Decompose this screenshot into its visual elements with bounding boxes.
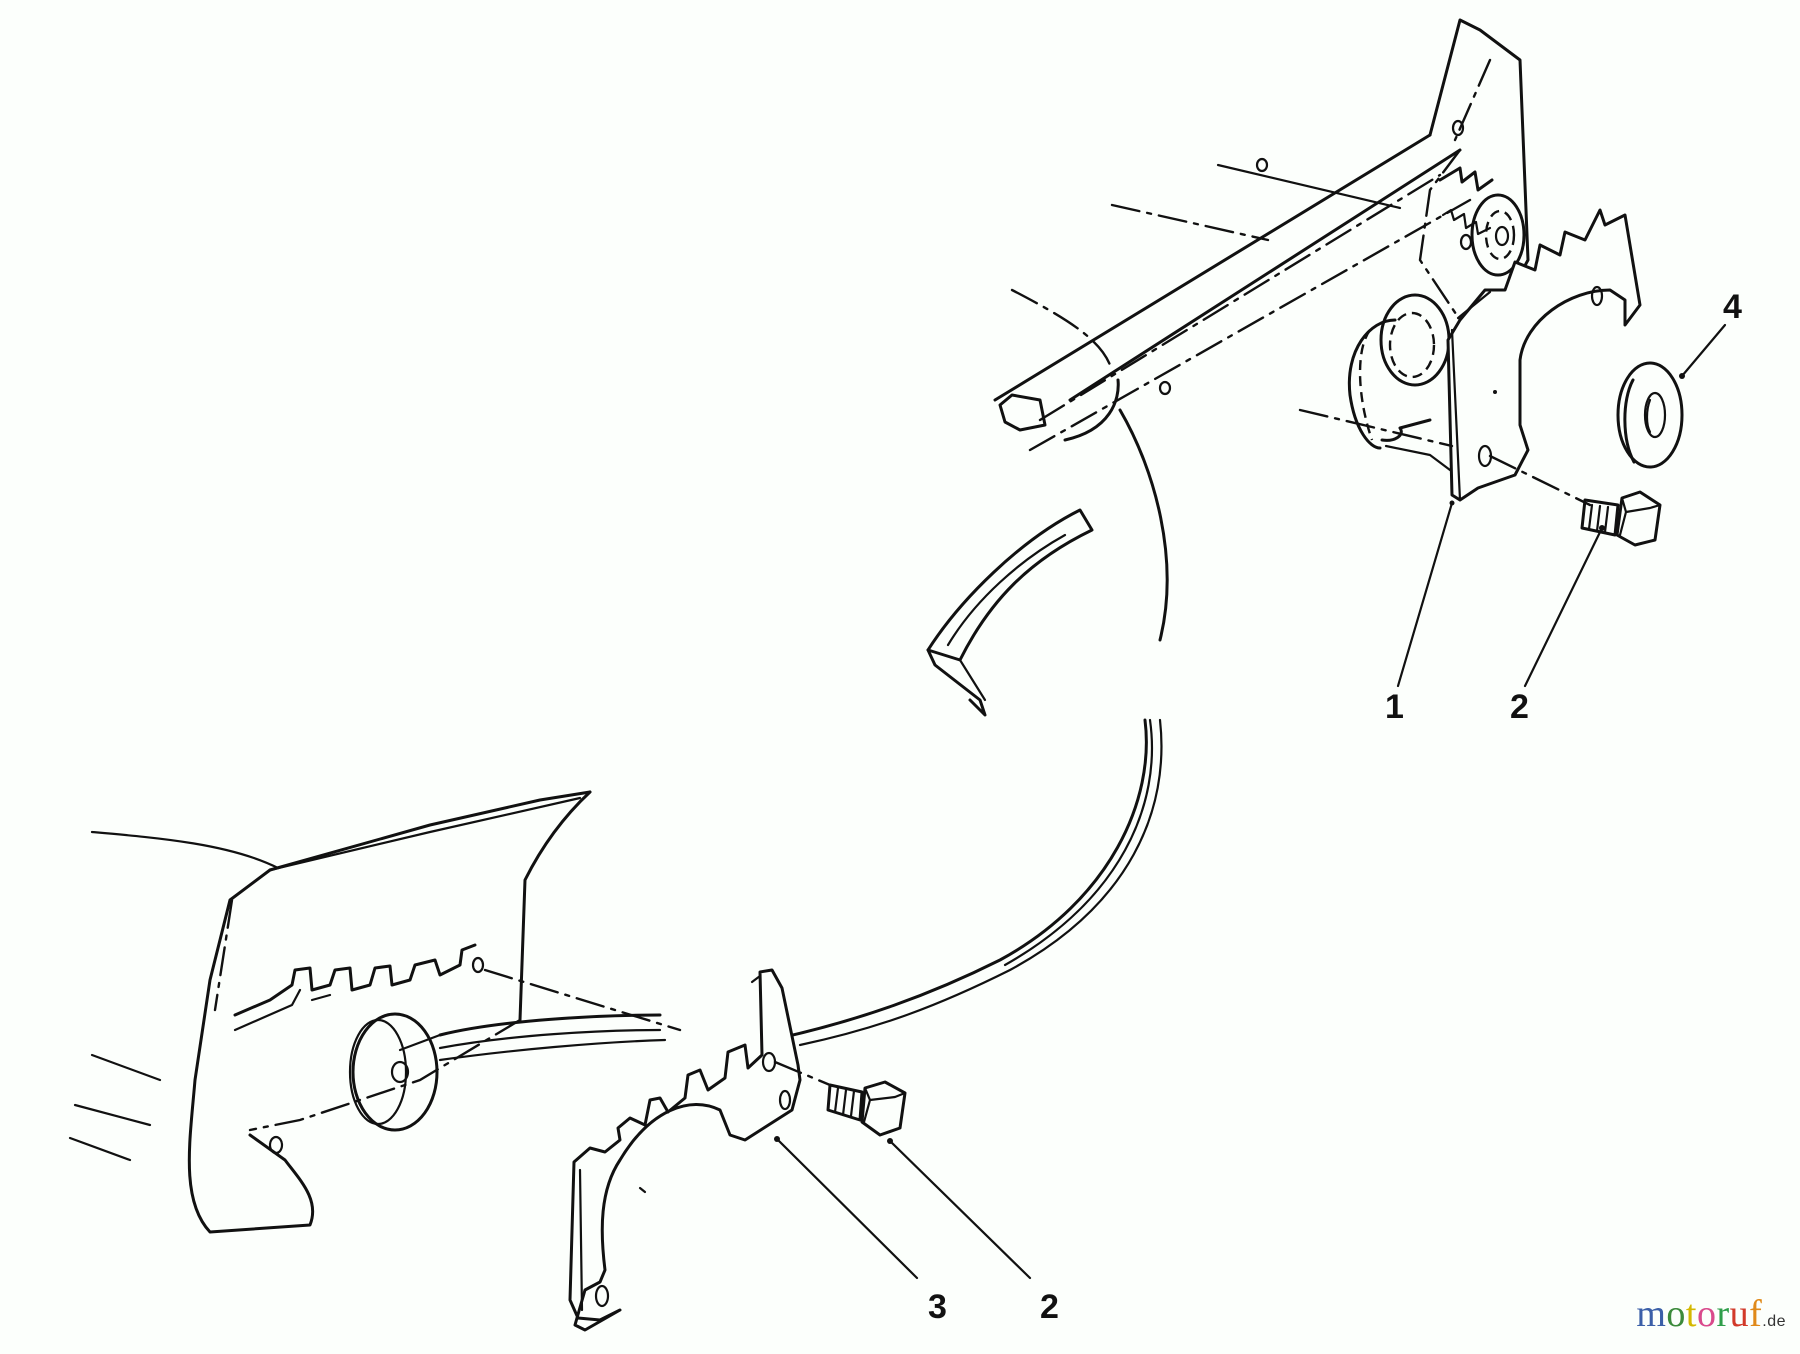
watermark-letter: o bbox=[1666, 1293, 1686, 1335]
callout-2-front: 2 bbox=[1040, 1288, 1059, 1326]
callout-labels: 1 2 4 3 2 bbox=[928, 288, 1742, 1326]
callout-1: 1 bbox=[1385, 688, 1404, 726]
watermark-letter: t bbox=[1685, 1293, 1697, 1335]
wheel-rim-arc bbox=[398, 408, 1169, 1062]
watermark-letter: m bbox=[1636, 1293, 1667, 1335]
watermark-letter: o bbox=[1696, 1293, 1717, 1335]
part-3-front-adjuster-plate bbox=[568, 968, 802, 1332]
callout-4: 4 bbox=[1723, 288, 1742, 326]
watermark-logo: motoruf.de bbox=[1636, 1292, 1786, 1336]
part-1-rear-adjuster-plate bbox=[1446, 208, 1642, 502]
callout-2-rear: 2 bbox=[1510, 688, 1529, 726]
watermark-suffix: .de bbox=[1762, 1313, 1786, 1330]
callout-3: 3 bbox=[928, 1288, 947, 1326]
part-4-washer bbox=[1616, 361, 1684, 469]
handle-grip bbox=[926, 508, 1094, 717]
part-2-rear-hex-bolt bbox=[1580, 490, 1662, 547]
callout-leaders bbox=[774, 323, 1727, 1280]
rear-housing bbox=[993, 18, 1530, 452]
assembly-lines bbox=[483, 408, 1592, 1087]
watermark-letter: u bbox=[1729, 1293, 1750, 1335]
watermark-letter: f bbox=[1749, 1293, 1763, 1335]
bushing bbox=[1347, 293, 1452, 472]
part-2-front-hex-bolt bbox=[826, 1080, 907, 1137]
front-housing bbox=[68, 790, 592, 1234]
watermark-letter: r bbox=[1716, 1293, 1730, 1335]
